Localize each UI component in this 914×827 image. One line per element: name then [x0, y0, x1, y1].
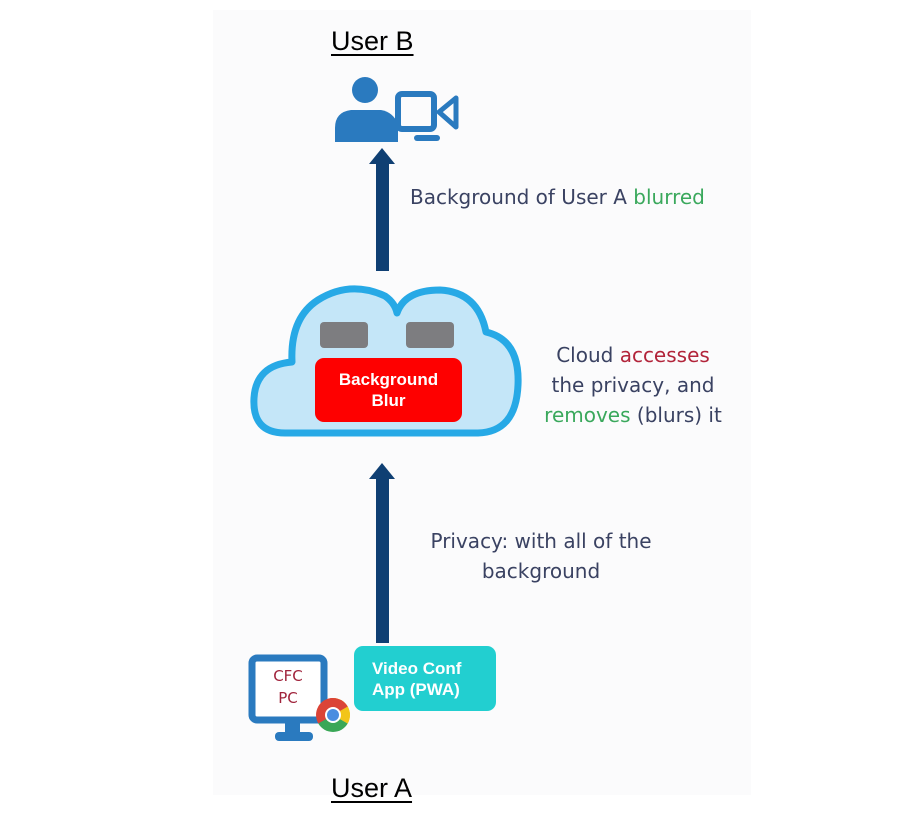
desktop-monitor-icon [248, 654, 328, 741]
outgoing-highlight: blurred [633, 185, 705, 209]
app-box-line2: App (PWA) [372, 679, 460, 699]
user-video-call-icon [335, 77, 459, 142]
outgoing-text: Background of User A [410, 185, 634, 209]
user-a-label: User A [331, 773, 413, 803]
camera-lens [436, 95, 459, 130]
blur-box-line2: Blur [371, 391, 406, 410]
cloud-note-line1: Cloud [556, 343, 620, 367]
incoming-annotation: Privacy: with all of the background [418, 526, 664, 586]
blurred-frame-left [320, 322, 368, 348]
outgoing-annotation: Background of User A blurred [410, 182, 705, 212]
client-pc-line1: CFC [273, 667, 303, 685]
app-box-line1: Video Conf [372, 658, 462, 678]
person-body [335, 110, 398, 142]
client-pc-line2: PC [278, 689, 298, 707]
cloud-note-line2: the privacy, and [551, 373, 715, 397]
video-conf-app-box: Video Conf App (PWA) [354, 646, 496, 711]
background-blur-box: Background Blur [315, 358, 462, 422]
incoming-note-line1: Privacy: with all of the [430, 529, 652, 553]
cloud-note-removes: removes [544, 403, 631, 427]
user-b-label: User B [331, 26, 414, 56]
camera-body [395, 91, 437, 132]
blur-box-line1: Background [338, 370, 439, 389]
cloud-note-line3: (blurs) it [630, 403, 722, 427]
person-head [352, 77, 378, 103]
chrome-browser-icon [316, 698, 350, 732]
client-pc-label: CFC PC [258, 665, 318, 709]
cloud-note-accesses: accesses [619, 343, 710, 367]
up-arrow-icon [369, 463, 395, 643]
cloud-annotation: Cloud accesses the privacy, and removes … [528, 340, 738, 430]
incoming-note-line2: background [481, 559, 601, 583]
blurred-frame-right [406, 322, 454, 348]
up-arrow-icon [369, 148, 395, 271]
camera-stand [414, 135, 440, 141]
